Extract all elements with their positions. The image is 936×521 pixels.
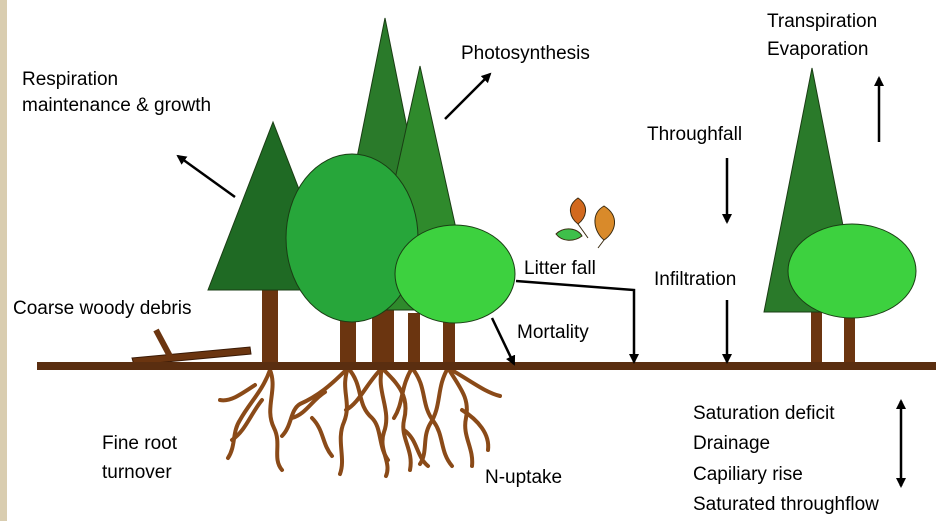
n-uptake-label: N-uptake <box>485 466 562 490</box>
litter-fall-label: Litter fall <box>524 257 596 281</box>
throughfall-label: Throughfall <box>647 123 742 147</box>
capillary-rise-label: Capiliary rise <box>693 463 803 487</box>
root-system <box>220 368 500 476</box>
leaves-icon <box>556 198 615 248</box>
transpiration-label: Transpiration <box>767 10 877 34</box>
ground-line <box>37 362 936 370</box>
respiration-sublabel: maintenance & growth <box>22 94 211 118</box>
saturated-throughflow-label: Saturated throughflow <box>693 493 879 517</box>
photosynthesis-label: Photosynthesis <box>461 42 590 66</box>
fine-root-sublabel: turnover <box>102 461 172 485</box>
evaporation-label: Evaporation <box>767 38 868 62</box>
drainage-label: Drainage <box>693 432 770 456</box>
coarse-woody-debris-log <box>132 330 251 365</box>
photosynthesis-arrow <box>445 74 490 119</box>
respiration-arrow <box>178 156 235 197</box>
saturation-deficit-label: Saturation deficit <box>693 402 835 426</box>
fine-root-label: Fine root <box>102 432 177 456</box>
coarse-woody-debris-label: Coarse woody debris <box>13 297 191 321</box>
mortality-arrow <box>492 318 514 364</box>
respiration-label: Respiration <box>22 68 118 92</box>
infiltration-label: Infiltration <box>654 268 736 292</box>
mortality-label: Mortality <box>517 321 589 345</box>
